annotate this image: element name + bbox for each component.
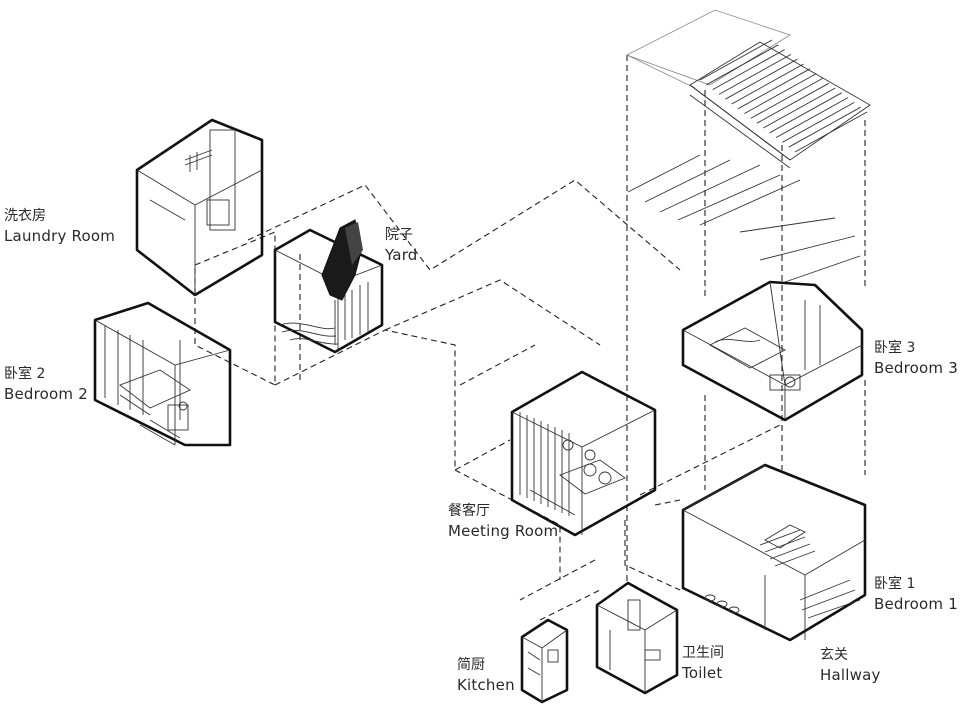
- dashed-house-outline: [194, 179, 781, 621]
- bedroom-2-box: [93, 301, 232, 447]
- label-yard: 院子 Yard: [385, 225, 418, 265]
- laundry-room-box: [135, 118, 264, 297]
- label-bedroom-2-en: Bedroom 2: [4, 385, 88, 403]
- label-meeting-room-en: Meeting Room: [448, 522, 559, 540]
- label-bedroom-1: 卧室 1 Bedroom 1: [874, 574, 958, 614]
- label-toilet: 卫生间 Toilet: [682, 643, 724, 683]
- bedroom-1-box: [681, 463, 867, 642]
- roof-rib: [712, 49, 785, 90]
- label-meeting-room: 餐客厅 Meeting Room: [448, 501, 558, 541]
- label-toilet-en: Toilet: [682, 664, 723, 682]
- label-yard-zh: 院子: [385, 227, 413, 243]
- roof-rib: [788, 106, 861, 148]
- roof-rib: [706, 44, 779, 86]
- label-hallway-zh: 玄关: [820, 647, 848, 663]
- label-bedroom-3-zh: 卧室 3: [874, 340, 916, 356]
- bedroom-3-box: [681, 280, 864, 422]
- label-bedroom-2: 卧室 2 Bedroom 2: [4, 364, 88, 404]
- label-laundry-room-en: Laundry Room: [4, 227, 116, 245]
- label-kitchen-en: Kitchen: [457, 676, 515, 694]
- label-kitchen-zh: 简厨: [457, 657, 485, 673]
- label-bedroom-3-en: Bedroom 3: [874, 359, 958, 377]
- label-bedroom-1-en: Bedroom 1: [874, 595, 958, 613]
- roof-rib: [763, 87, 836, 129]
- roof-drop-lines: [626, 55, 866, 585]
- meeting-room-box: [510, 370, 657, 537]
- label-bedroom-3: 卧室 3 Bedroom 3: [874, 338, 958, 378]
- toilet-box: [595, 581, 679, 695]
- kitchen-box: [520, 618, 569, 704]
- label-yard-en: Yard: [385, 246, 418, 264]
- label-toilet-zh: 卫生间: [682, 645, 724, 661]
- label-bedroom-1-zh: 卧室 1: [874, 576, 916, 592]
- roof-rib: [699, 39, 773, 81]
- roof-element: [625, 9, 871, 169]
- roof-rib: [750, 78, 823, 119]
- label-laundry-room: 洗衣房 Laundry Room: [4, 206, 115, 246]
- roof-rib: [737, 68, 811, 110]
- label-hallway-en: Hallway: [820, 666, 881, 684]
- roof-rib: [794, 111, 868, 153]
- roof-rib: [725, 58, 798, 100]
- label-bedroom-2-zh: 卧室 2: [4, 366, 46, 382]
- roof-beams: [627, 154, 861, 283]
- label-laundry-room-zh: 洗衣房: [4, 208, 46, 224]
- label-meeting-room-zh: 餐客厅: [448, 503, 490, 519]
- roof-rib: [769, 92, 842, 134]
- roof-rib: [775, 97, 849, 138]
- label-hallway: 玄关 Hallway: [820, 645, 881, 685]
- roof-rib: [782, 102, 855, 143]
- label-kitchen: 简厨 Kitchen: [457, 655, 515, 695]
- yard-box: [273, 219, 384, 354]
- roof-rib: [731, 63, 804, 105]
- roof-rib: [718, 54, 792, 95]
- roof-rib: [744, 73, 817, 114]
- roof-rib: [756, 82, 830, 124]
